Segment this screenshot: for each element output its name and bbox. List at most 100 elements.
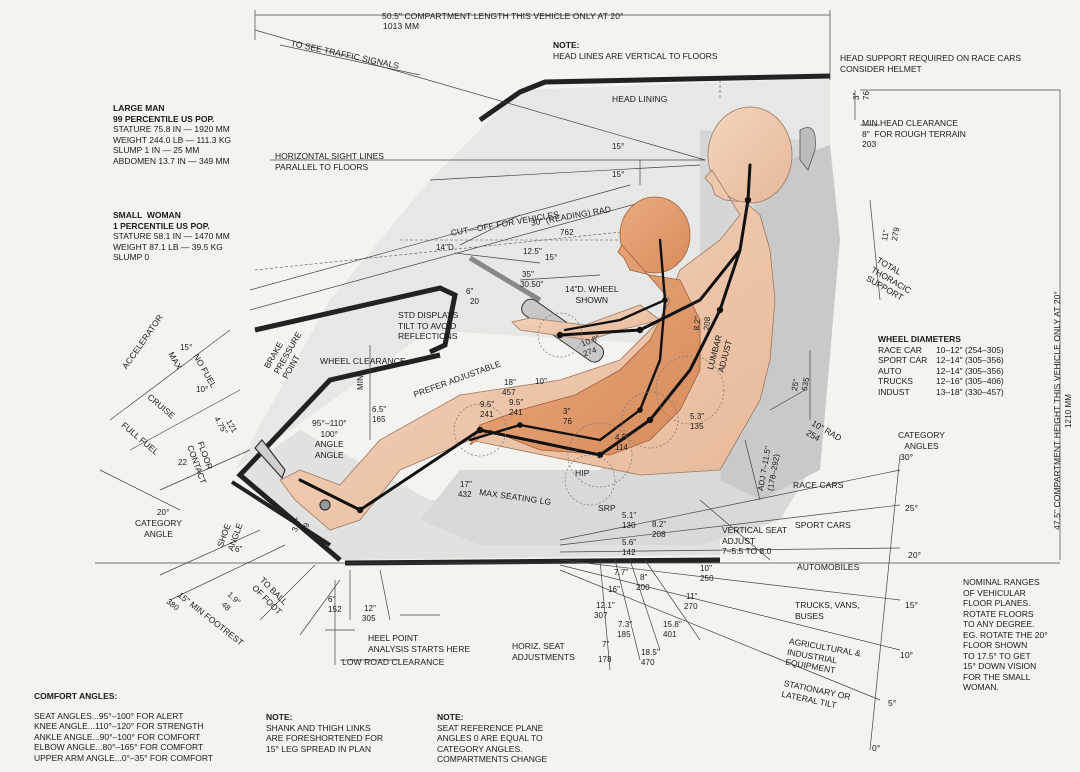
head-support-label: HEAD SUPPORT REQUIRED ON RACE CARS CONSI… <box>840 53 1021 74</box>
nominal-line-11: WOMAN. <box>963 682 999 692</box>
horiz-seat-label: HORIZ. SEAT ADJUSTMENTS <box>512 641 575 662</box>
roof-line <box>478 73 831 123</box>
dim-text: 6" <box>328 595 336 604</box>
dim-text: 10° <box>196 385 209 394</box>
dim-text: 9.5" <box>509 398 524 407</box>
comfort-row-3: ANKLE ANGLE...90°–100° FOR COMFORT <box>34 731 201 742</box>
dim-text: 30.50" <box>520 280 544 289</box>
dim-text: 152 <box>328 605 342 614</box>
large-man-line-2: STATURE 75.8 IN — 1920 mm <box>113 124 230 134</box>
dash-line <box>254 285 458 355</box>
wheel-clearance-label: WHEEL CLEARANCE <box>320 356 406 366</box>
dim-text: 135 <box>690 422 704 431</box>
category-angle-label: CATEGORY ANGLE <box>135 518 182 539</box>
category-sport-cars: SPORT CARS <box>795 520 851 530</box>
min-head-clearance-line-2: 8" FOR ROUGH TERRAIN <box>862 128 966 139</box>
floor-area <box>235 430 720 560</box>
note-head-lines-title: NOTE: <box>553 40 580 50</box>
dim-text: 5.6" <box>622 538 637 547</box>
dim-text: 11" <box>686 592 698 601</box>
wheel-row-value: 13–18" (330–457) <box>936 386 1004 397</box>
large-man-line-5: ABDOMEN 13.7 IN — 349 mm <box>113 155 230 166</box>
wheel-shown-line-2: SHOWN <box>575 294 609 305</box>
dim-text: 3" <box>852 92 861 101</box>
note-head-lines-text: HEAD LINES ARE VERTICAL TO FLOORS <box>553 50 718 61</box>
comfort-title: COMFORT ANGLES: <box>34 691 118 701</box>
range-arcs <box>453 312 725 506</box>
category-angle-5: 5° <box>888 698 897 708</box>
heel-point-label: HEEL POINT ANALYSIS STARTS HERE <box>368 633 470 654</box>
note-shank-line-3: 15° LEG SPREAD IN PLAN <box>266 743 371 754</box>
dim-text: 165 <box>372 415 386 424</box>
small-woman-spec: SMALL WOMAN 1 PERCENTILE US POP. STATURE… <box>113 210 230 263</box>
dim-text: 15° <box>180 343 193 352</box>
dim-text: 12.1" <box>596 601 615 610</box>
horizontal-sight-lines: HORIZONTAL SIGHT LINES PARALLEL TO FLOOR… <box>275 151 384 172</box>
note-seat-title: NOTE: <box>437 712 464 722</box>
min-head-clearance: MIN HEAD CLEARANCE 8" FOR ROUGH TERRAIN … <box>862 118 966 150</box>
category-trucks: TRUCKS, VANS, BUSES <box>795 600 885 621</box>
horiz-seat-line-1: HORIZ. SEAT <box>512 641 565 651</box>
dim-text: 20 <box>470 297 480 306</box>
category-trucks-text: TRUCKS, VANS, BUSES <box>795 600 860 621</box>
nominal-line-1: NOMINAL RANGES <box>963 577 1040 587</box>
nominal-line-10: FOR THE SMALL <box>963 671 1031 682</box>
category-angle-25: 25° <box>905 503 919 513</box>
dim-text: 76 <box>862 90 871 100</box>
dim-text: 208 <box>702 316 713 331</box>
dim-text: 307 <box>594 611 608 620</box>
head-support-line-2: CONSIDER HELMET <box>840 63 922 74</box>
joints <box>356 196 752 514</box>
construction-lines <box>95 10 1061 751</box>
dim-text: 35" <box>522 270 535 279</box>
comfort-row-4: ELBOW ANGLE...80°–165° FOR COMFORT <box>34 742 204 752</box>
dim-text: 20° <box>157 508 170 517</box>
std-displays-line-1: STD DISPLAYS <box>398 310 459 320</box>
dim-text: 22 <box>178 458 188 467</box>
floor-line <box>344 557 721 566</box>
dim-text: 178 <box>598 655 612 664</box>
dim-text: 8" <box>640 573 648 582</box>
note-seat-line-2: ANGLES 0 ARE EQUAL TO <box>437 733 543 743</box>
heel-point-line-1: HEEL POINT <box>368 633 419 643</box>
dim-text: 7" <box>602 640 610 649</box>
low-road-label: LOW ROAD CLEARANCE <box>342 657 445 667</box>
large-man-spec: LARGE MAN 99 PERCENTILE US POP. STATURE … <box>113 103 231 166</box>
dim-text: 12" <box>364 604 377 613</box>
min-head-clearance-line-1: MIN HEAD CLEARANCE <box>862 118 958 128</box>
srp-label: SRP <box>598 503 616 513</box>
compartment-height-mm: 1210 mm <box>1064 393 1073 428</box>
large-man-line-4: SLUMP 1 IN — 25 mm <box>113 145 200 155</box>
dim-text: 14"D <box>436 243 454 252</box>
wheel-row-name: SPORT CAR <box>878 355 928 365</box>
wheel-shown-label: 14"D. WHEEL SHOWN <box>565 284 619 305</box>
small-woman-title: SMALL WOMAN <box>113 210 181 220</box>
note-seat-line-3: CATEGORY ANGLES. <box>437 743 523 754</box>
min-head-clearance-line-3: 203 <box>862 139 877 149</box>
nominal-line-4: ROTATE FLOORS <box>963 608 1034 619</box>
nominal-line-2: OF VEHICULAR <box>963 587 1026 598</box>
wheel-row-value: 10–12" (254–305) <box>936 344 1004 355</box>
note-seat-line-4: COMPARTMENTS CHANGE <box>437 754 548 764</box>
dim-text: 5.3" <box>690 412 705 421</box>
dim-text: 6" <box>235 545 243 554</box>
note-seat-reference: NOTE: SEAT REFERENCE PLANE ANGLES 0 ARE … <box>437 712 547 765</box>
small-woman-line-1: 1 PERCENTILE US POP. <box>113 220 210 231</box>
comfort-row-5: UPPER ARM ANGLE...0°–35° FOR COMFORT <box>34 752 214 763</box>
wheel-row-name: INDUST <box>878 386 910 397</box>
nominal-line-9: 15° DOWN VISION <box>963 661 1037 671</box>
comfort-angles: COMFORT ANGLES: SEAT ANGLES...95°–100° F… <box>34 691 213 763</box>
pedals <box>254 439 331 511</box>
wheel-shown-line-1: 14"D. WHEEL <box>565 284 619 294</box>
note-seat-line-1: SEAT REFERENCE PLANE <box>437 722 544 733</box>
dim-text: 305 <box>362 614 376 623</box>
vertical-seat-line-1: VERTICAL SEAT <box>722 525 788 535</box>
dim-text: 16" <box>608 585 621 594</box>
dim-text: MIN <box>356 375 365 390</box>
dim-text: 114 <box>615 443 629 452</box>
category-angles-label: CATEGORY ANGLES <box>898 430 945 451</box>
dim-text: 4.5" <box>615 433 630 442</box>
dim-text: 5.1" <box>622 511 637 520</box>
